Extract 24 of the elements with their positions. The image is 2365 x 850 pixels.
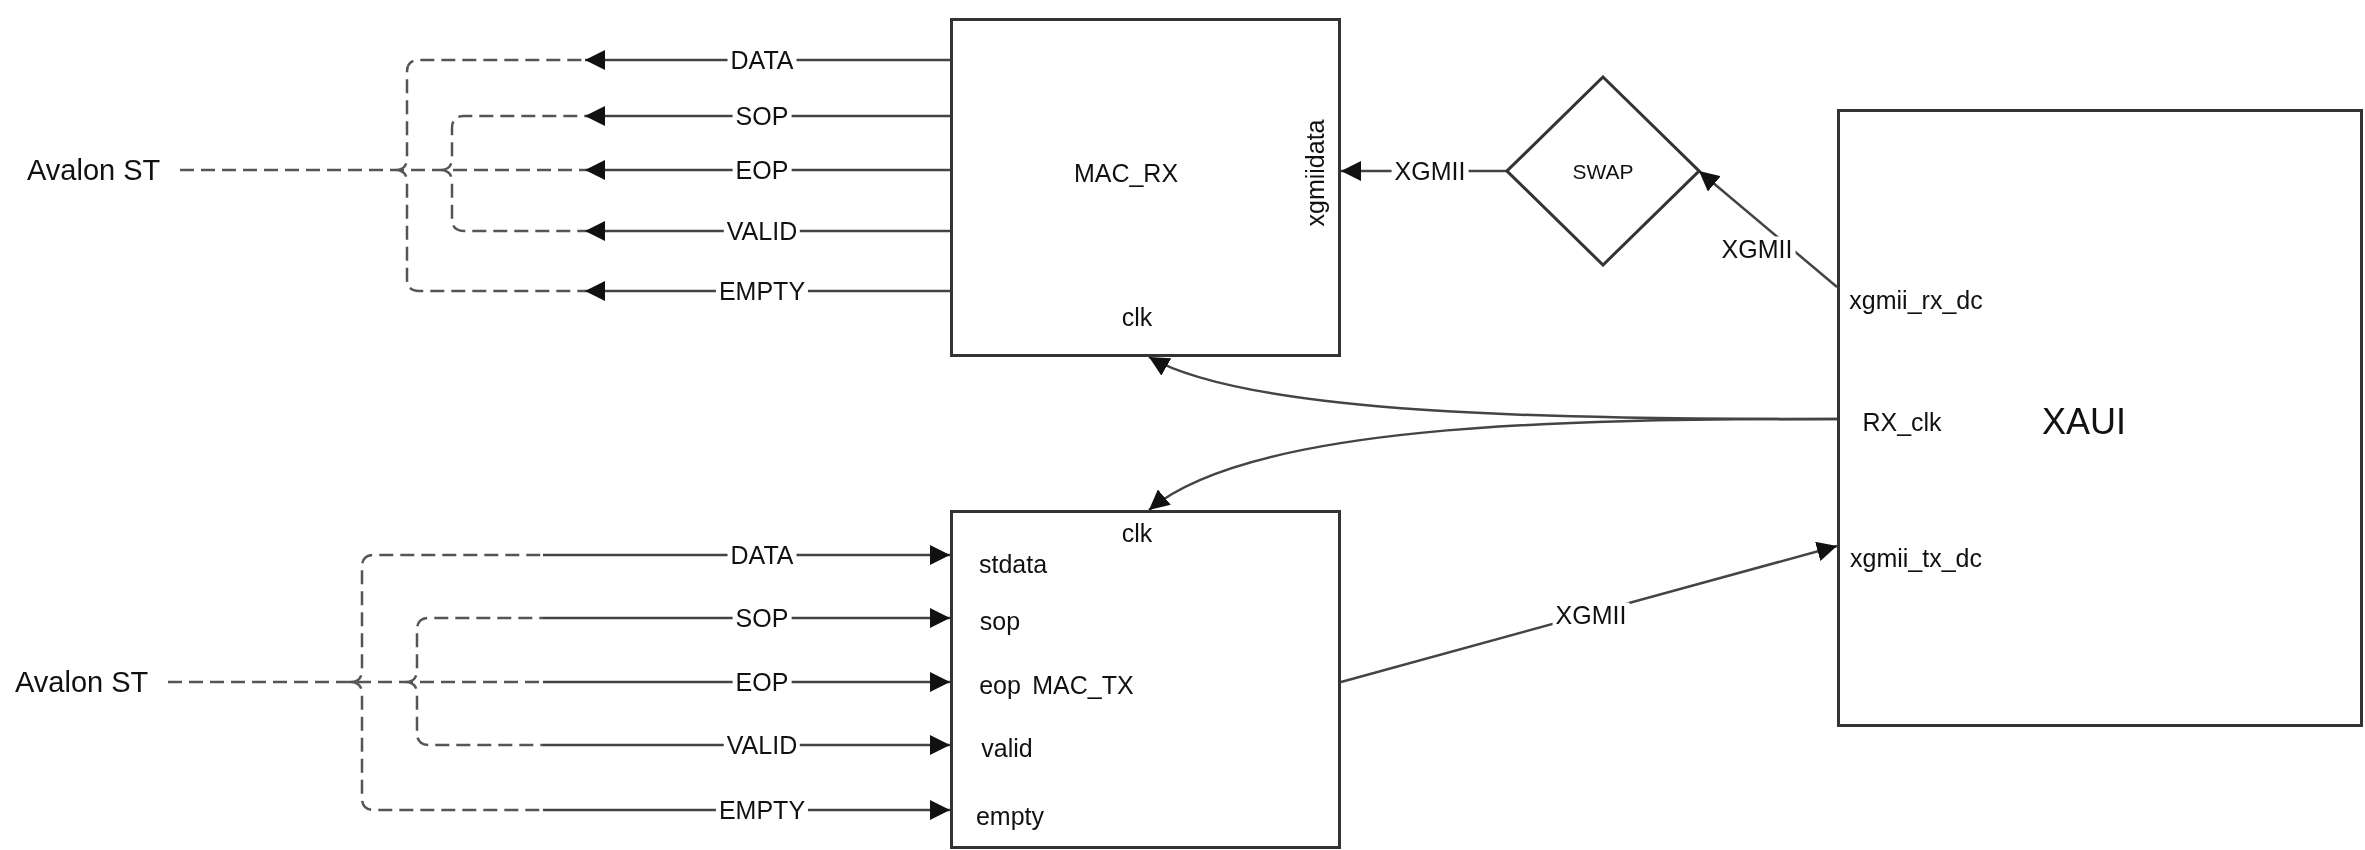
bus-label: Avalon ST xyxy=(15,667,149,697)
block-label: xgmii_rx_dc xyxy=(1849,287,1983,313)
port-label: valid xyxy=(981,735,1033,761)
block-label: MAC_TX xyxy=(1032,672,1134,698)
block-box xyxy=(950,18,1341,357)
port-label: sop xyxy=(979,608,1021,634)
block-label: MAC_RX xyxy=(1073,160,1179,186)
block-label: SWAP xyxy=(1572,160,1634,182)
port-label: eop xyxy=(979,672,1021,698)
port-label: RX_clk xyxy=(1862,409,1942,435)
clock-connector xyxy=(1148,417,1837,512)
signal-arrow xyxy=(1698,170,1838,288)
port-label: clk xyxy=(1121,304,1153,330)
block-box xyxy=(1837,109,2363,727)
decision-diamond xyxy=(1505,75,1701,267)
port-label: xgmiidata xyxy=(1302,119,1328,227)
bus-label: Avalon ST xyxy=(27,155,161,185)
port-label: stdata xyxy=(978,551,1048,577)
port-label: empty xyxy=(975,803,1045,829)
block-label: XAUI xyxy=(2042,404,2126,440)
signal-label: XGMII xyxy=(1552,602,1630,628)
port-label: xgmii_tx_dc xyxy=(1850,545,1982,571)
port-label: clk xyxy=(1121,520,1153,546)
block-box xyxy=(950,510,1341,849)
